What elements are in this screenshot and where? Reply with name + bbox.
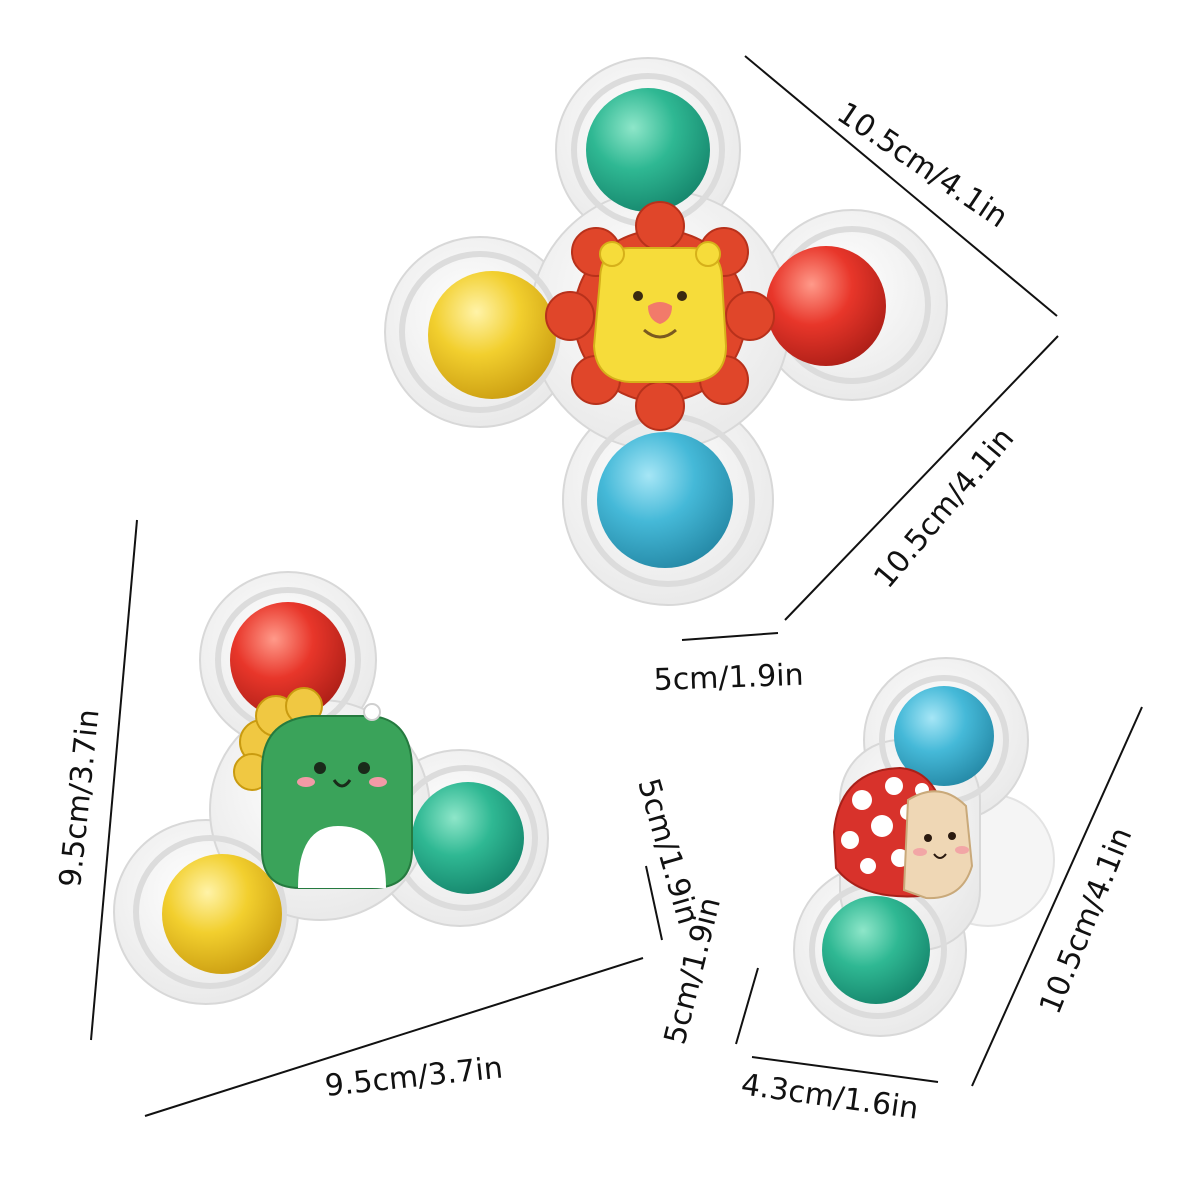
- teal-bubble[interactable]: [586, 88, 710, 212]
- dimension-lines: [90, 55, 1143, 1117]
- teal-bubble[interactable]: [822, 896, 930, 1004]
- lion-right-dimension-label: 10.5cm/4.1in: [867, 421, 1021, 595]
- mushroom-stem-dimension-label: 5cm/1.9in: [658, 894, 728, 1048]
- yellow-bubble[interactable]: [428, 271, 556, 399]
- blue-bubble[interactable]: [597, 432, 733, 568]
- lion-stem-dimension-label: 5cm/1.9in: [653, 658, 804, 698]
- dino-bottom-dimension-line: [144, 957, 644, 1117]
- dino-bottom-dimension-label: 9.5cm/3.7in: [323, 1050, 504, 1103]
- lion-face-icon: [545, 201, 775, 431]
- red-bubble[interactable]: [230, 602, 346, 718]
- teal-bubble[interactable]: [412, 782, 524, 894]
- dino-left-dimension-line: [90, 519, 138, 1041]
- lion-stem-dimension-line: [681, 632, 779, 641]
- dinosaur-icon: [233, 687, 413, 889]
- lion-spinner: [384, 57, 948, 606]
- dino-spinner: [113, 571, 549, 1005]
- mushroom-right-dimension-line: [971, 706, 1143, 1087]
- mushroom-stem-dimension-line: [735, 967, 759, 1045]
- dino-left-dimension-label: 9.5cm/3.7in: [53, 708, 106, 889]
- lion-top-dimension-line: [744, 55, 1058, 317]
- red-bubble[interactable]: [766, 246, 886, 366]
- mushroom-icon: [832, 766, 974, 900]
- mushroom-spinner: [793, 657, 1055, 1037]
- blue-bubble[interactable]: [894, 686, 994, 786]
- dino-stem-dimension-line: [645, 865, 663, 941]
- mushroom-bottom-dimension-line: [751, 1056, 939, 1083]
- yellow-bubble[interactable]: [162, 854, 282, 974]
- lion-right-dimension-line: [784, 335, 1059, 621]
